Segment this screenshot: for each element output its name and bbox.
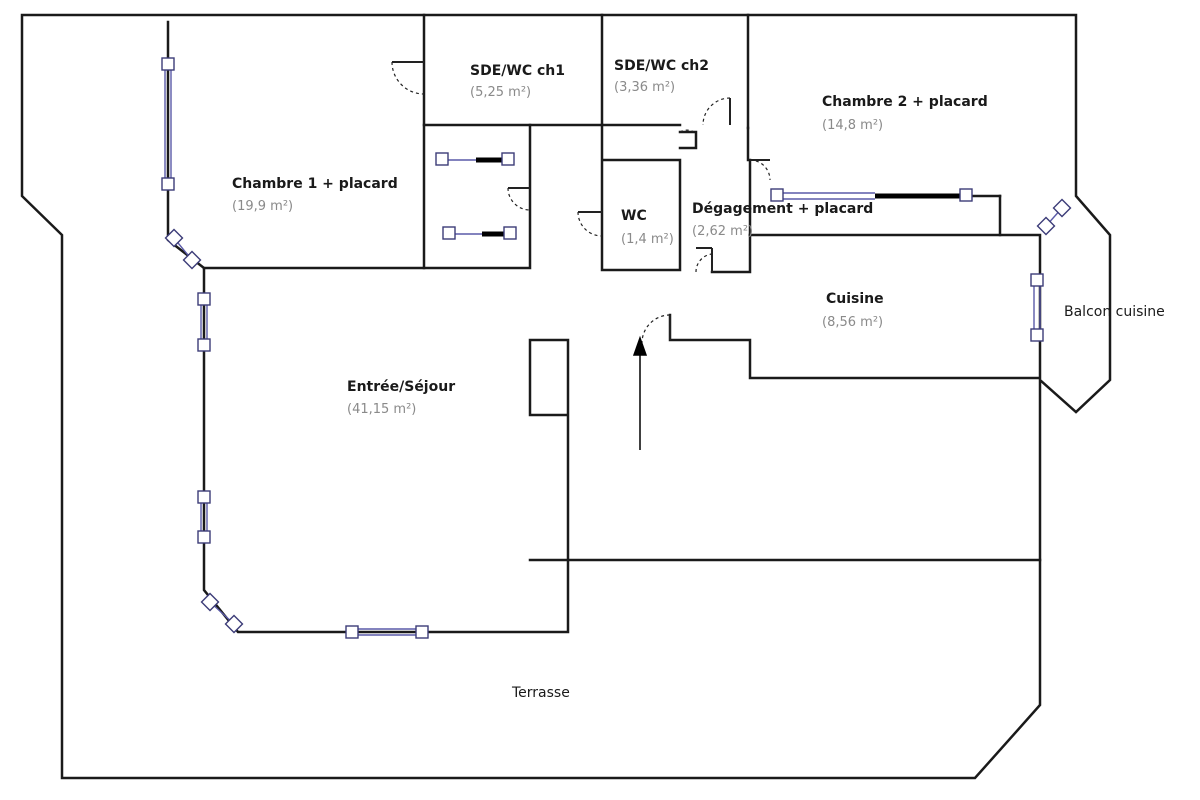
door-entrance (641, 314, 671, 344)
degagement-bottom (710, 233, 752, 274)
living-left-wall (166, 20, 570, 634)
room-area-chambre1: (19,9 m²) (232, 199, 293, 214)
outer-boundary (20, 13, 1112, 780)
room-area-chambre2: (14,8 m²) (822, 118, 883, 133)
window-living-lower (197, 490, 211, 544)
door-corridor-top (679, 129, 695, 133)
window-living-corner (200, 592, 244, 634)
room-area-sde2: (3,36 m²) (614, 80, 675, 95)
window-kitchen (1030, 273, 1044, 342)
door-sde2 (702, 97, 731, 126)
room-name-sde1: SDE/WC ch1 (470, 63, 565, 79)
room-area-degagement: (2,62 m²) (692, 224, 753, 239)
room-area-sejour: (41,15 m²) (347, 402, 416, 417)
room-name-wc: WC (621, 208, 647, 224)
room-name-sde2: SDE/WC ch2 (614, 58, 709, 74)
closet-node (501, 152, 515, 166)
room-name-chambre2: Chambre 2 + placard (822, 94, 988, 110)
room-area-sde1: (5,25 m²) (470, 85, 531, 100)
room-name-cuisine: Cuisine (826, 291, 884, 307)
wc-walls (600, 123, 682, 272)
window-bedroom2-corner (1036, 198, 1072, 236)
degagement-walls (678, 130, 698, 150)
room-name-degagement: Dégagement + placard (692, 201, 873, 217)
label-balcon-cuisine: Balcon cuisine (1064, 304, 1165, 320)
sde1-walls (422, 13, 604, 127)
window-bedroom1-corner (164, 228, 202, 270)
door-wc (577, 211, 603, 237)
room-name-chambre1: Chambre 1 + placard (232, 176, 398, 192)
door-sde1 (391, 61, 425, 95)
entrance-arrow-icon (632, 335, 648, 450)
bedroom1-bottom-wall (202, 123, 532, 270)
door-bedroom1-closet (507, 187, 531, 211)
closet-node (959, 188, 973, 202)
window-living-bottom (345, 625, 429, 639)
room-area-wc: (1,4 m²) (621, 232, 674, 247)
window-bedroom1-left (161, 57, 175, 191)
closet-node (503, 226, 517, 240)
room-area-cuisine: (8,56 m²) (822, 315, 883, 330)
room-name-sejour: Entrée/Séjour (347, 379, 455, 395)
door-degagement (695, 247, 713, 273)
window-living-upper (197, 292, 211, 352)
closet-node (442, 226, 456, 240)
closet-node (770, 188, 784, 202)
door-bedroom2 (749, 159, 771, 181)
label-terrasse: Terrasse (511, 685, 570, 701)
closet-node (435, 152, 449, 166)
